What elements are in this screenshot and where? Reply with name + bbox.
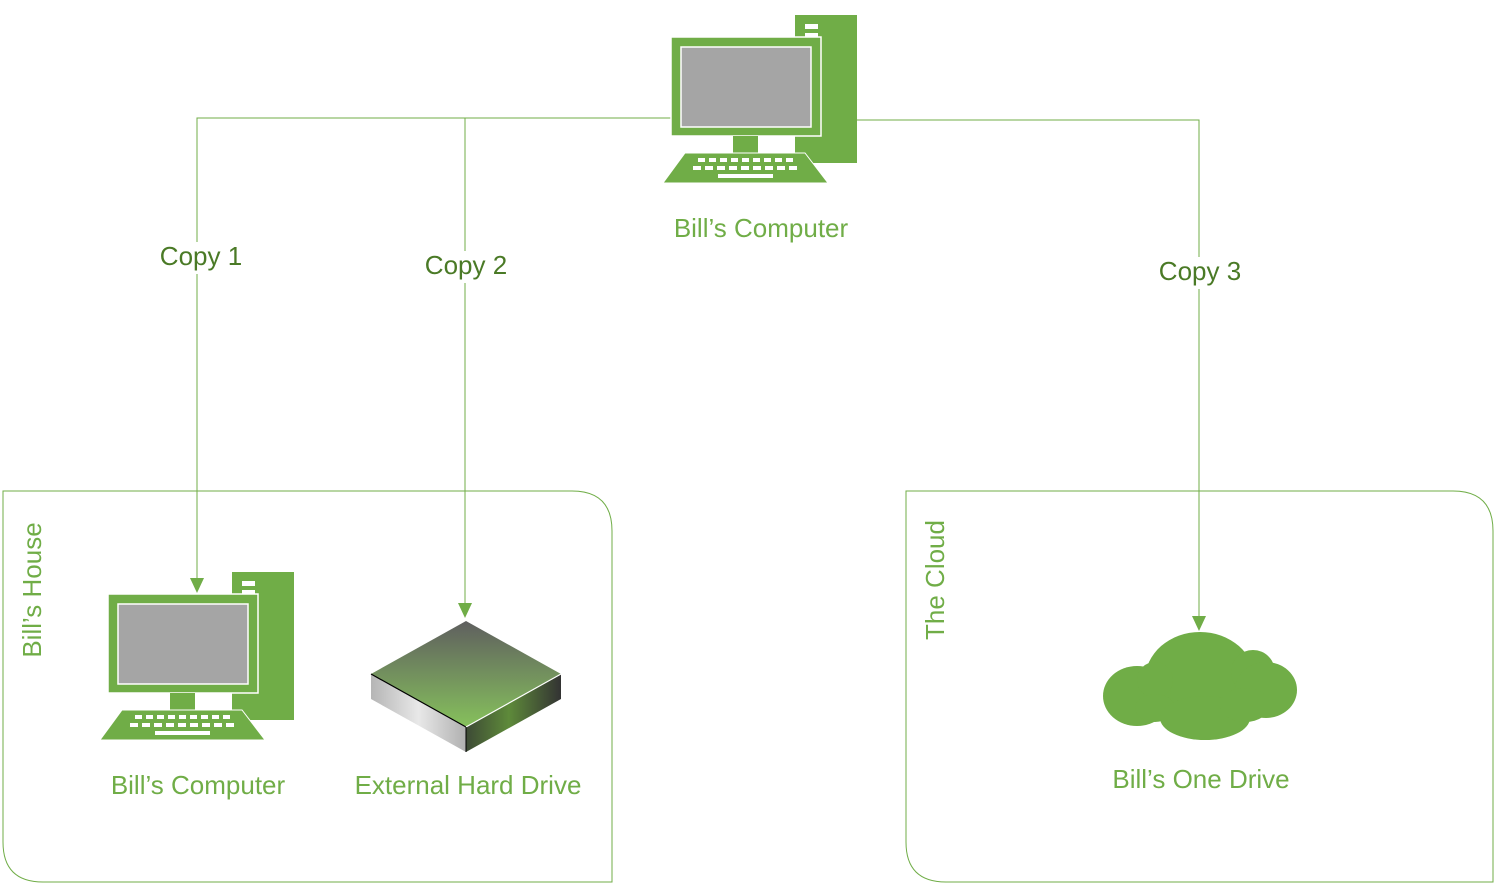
- group-title: The Cloud: [920, 520, 950, 640]
- node-label: Bill’s Computer: [111, 770, 286, 800]
- desktop-computer-icon: [99, 571, 295, 741]
- group-title: Bill’s House: [17, 522, 47, 657]
- node-one-drive[interactable]: Bill’s One Drive: [1103, 632, 1297, 794]
- node-label: External Hard Drive: [355, 770, 582, 800]
- connector-copy-3: [857, 119, 1200, 618]
- node-source-computer[interactable]: Bill’s Computer: [662, 14, 858, 243]
- node-label: Bill’s One Drive: [1112, 764, 1289, 794]
- connector-copy-1: [196, 117, 671, 580]
- group-bills-house: Bill’s House: [2, 490, 613, 883]
- connector-label-copy-1: Copy 1: [160, 241, 242, 271]
- node-house-computer[interactable]: Bill’s Computer: [99, 571, 295, 800]
- desktop-computer-icon: [662, 14, 858, 184]
- group-border: [2, 490, 613, 883]
- arrowhead-icon: [1192, 616, 1206, 631]
- group-the-cloud: The Cloud: [905, 490, 1494, 883]
- arrowhead-icon: [190, 578, 204, 593]
- connector-lines: [196, 117, 1200, 618]
- arrowhead-icon: [458, 603, 472, 618]
- group-border: [905, 490, 1494, 883]
- node-label: Bill’s Computer: [674, 213, 849, 243]
- hard-drive-icon: [370, 621, 562, 752]
- connector-label-copy-2: Copy 2: [425, 250, 507, 280]
- connector-label-copy-3: Copy 3: [1159, 256, 1241, 286]
- node-external-hard-drive[interactable]: External Hard Drive: [355, 621, 582, 800]
- cloud-icon: [1103, 632, 1297, 740]
